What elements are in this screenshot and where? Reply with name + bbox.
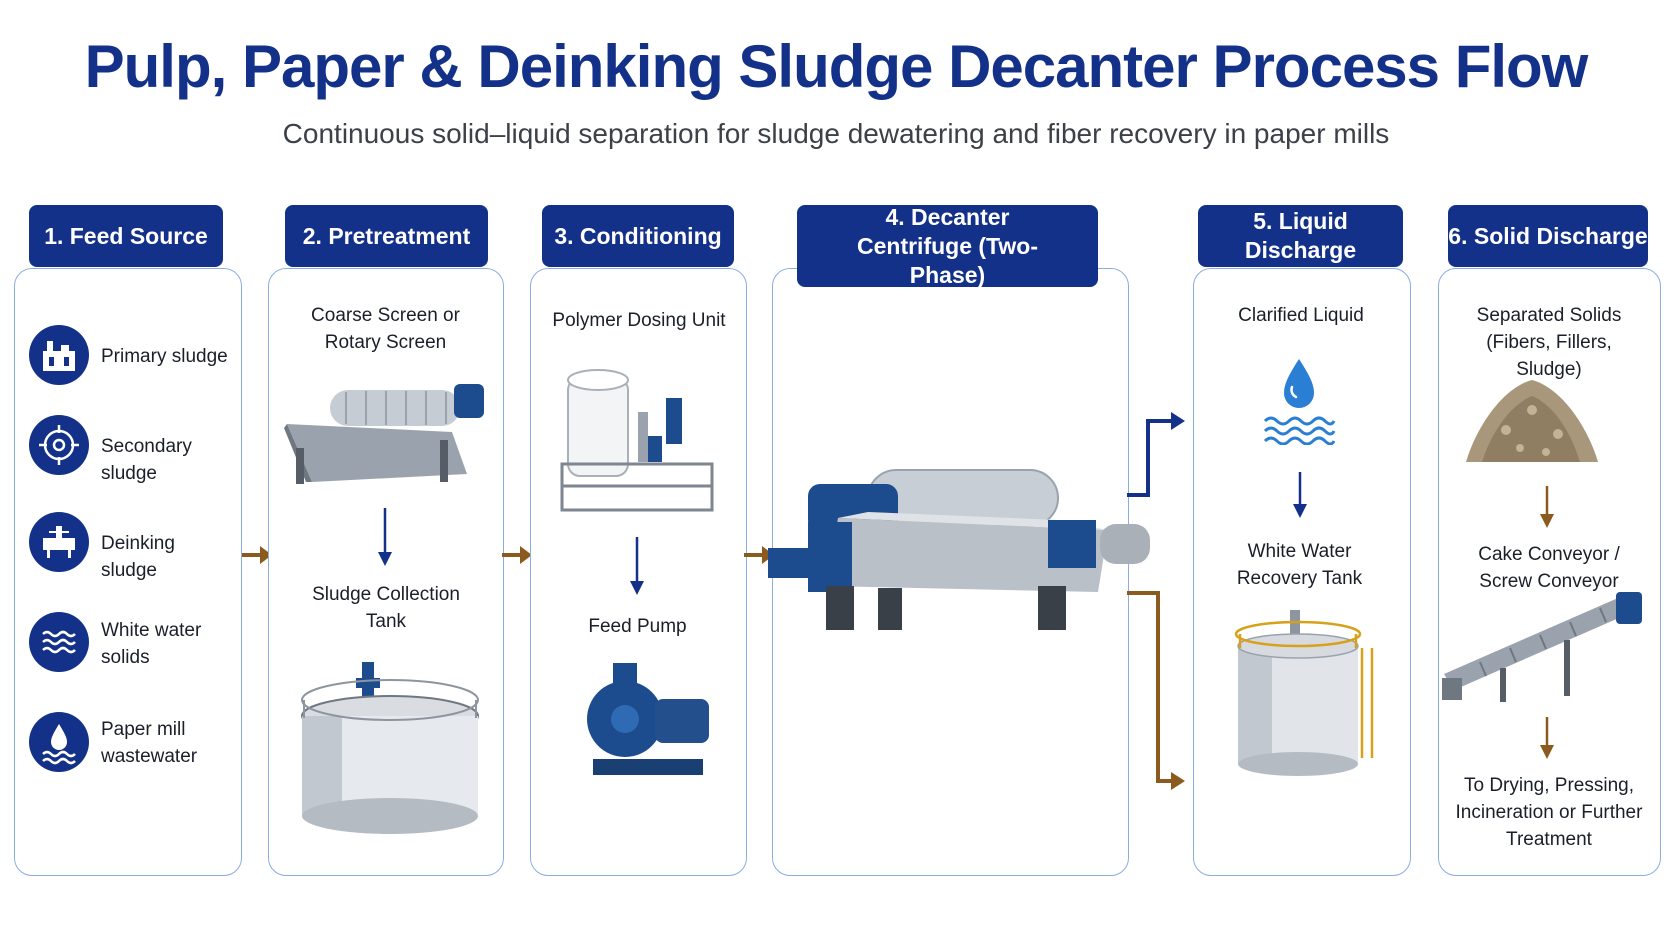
diagram-title: Pulp, Paper & Deinking Sludge Decanter P… [84,33,1589,100]
rotary-screen-illustration [284,384,484,484]
header-decanter: 4. Decanter Centrifuge (Two-Phase) [797,203,1098,288]
factory-icon [29,325,89,385]
label-coarse-screen: Coarse Screen or Rotary Screen [311,305,460,353]
droplet-waves-liquid-icon [1263,359,1336,445]
header-pretreatment: 2. Pretreatment [285,205,488,267]
solids-pile-illustration [1466,380,1598,462]
label-sludge-collection-tank: Sludge Collection Tank [312,584,460,632]
target-gear-icon [29,415,89,475]
arrow-down-solids-1 [1540,486,1554,528]
header-liquid-discharge: 5. Liquid Discharge [1198,205,1403,267]
source-label-wastewater: Paper mill wastewater [101,719,198,767]
flow-arrow-1-2 [242,546,272,564]
label-feed-pump: Feed Pump [588,616,687,637]
label-separated-solids: Separated Solids (Fibers, Fillers, Sludg… [1476,305,1622,380]
header-feed-source: 1. Feed Source [29,205,223,267]
screw-conveyor-illustration [1442,592,1642,702]
arrow-down-solids-2 [1540,717,1554,759]
arrow-down-conditioning [630,537,644,595]
deinking-machine-icon [29,512,89,572]
waves-icon [29,612,89,672]
droplet-waves-icon [29,712,89,772]
header-conditioning: 3. Conditioning [542,205,734,267]
solid-outlet-arrow [1127,591,1185,790]
label-cake-conveyor: Cake Conveyor / Screw Conveyor [1478,544,1620,592]
decanter-centrifuge-illustration [768,469,1150,630]
source-label-white-water: White water solids [101,620,202,668]
liquid-outlet-arrow [1127,412,1185,497]
feed-pump-illustration [587,663,709,775]
label-white-water-recovery-tank: White Water Recovery Tank [1236,541,1363,589]
header-decanter-text: 4. Decanter Centrifuge (Two-Phase) [857,203,1038,288]
header-solid-discharge: 6. Solid Discharge [1448,205,1648,267]
white-water-tank-illustration [1234,610,1374,776]
sludge-collection-tank-illustration [301,662,479,834]
panel-solid-discharge [1438,268,1661,876]
arrow-down-pretreatment [378,508,392,566]
polymer-dosing-unit-illustration [560,369,714,512]
source-label-secondary: Secondary sludge [101,436,192,484]
arrow-down-liquid [1293,472,1307,518]
flow-arrow-2-3 [502,546,532,564]
source-label-deinking: Deinking sludge [101,533,175,581]
diagram-subtitle: Continuous solid–liquid separation for s… [282,118,1390,149]
label-clarified-liquid: Clarified Liquid [1238,305,1364,326]
label-further-treatment: To Drying, Pressing, Incineration or Fur… [1455,775,1643,850]
label-polymer-dosing-unit: Polymer Dosing Unit [552,310,726,331]
source-label-primary: Primary sludge [101,346,228,367]
